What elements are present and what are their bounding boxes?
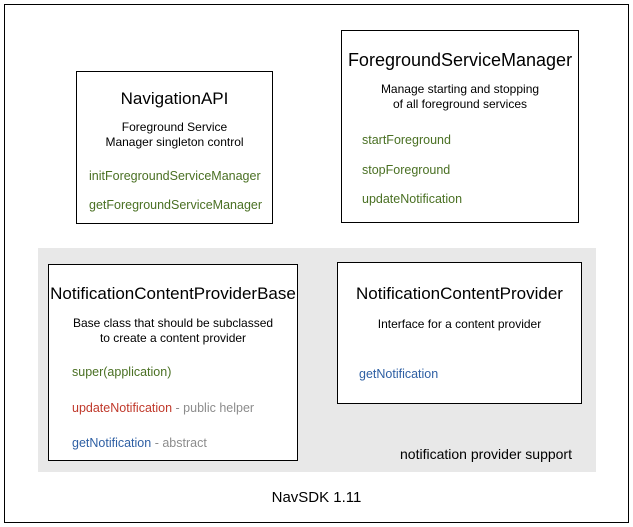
member-item[interactable]: super(application) (72, 366, 297, 379)
member-note: - public helper (172, 400, 255, 415)
class-title-notification-content-provider: NotificationContentProvider (356, 284, 563, 303)
member-name: updateNotification (72, 400, 173, 415)
class-title-notification-content-provider-base: NotificationContentProviderBase (50, 284, 296, 303)
class-description-navigation-api: Foreground Service Manager singleton con… (77, 120, 272, 150)
class-box-notification-content-provider[interactable]: NotificationContentProvider Interface fo… (337, 262, 582, 404)
member-item[interactable]: updateNotification - public helper (72, 400, 297, 415)
member-name: startForeground (362, 133, 451, 147)
class-title-foreground-service-manager: ForegroundServiceManager (347, 50, 573, 70)
class-box-navigation-api[interactable]: NavigationAPI Foreground Service Manager… (76, 71, 273, 224)
member-item[interactable]: updateNotification (362, 193, 578, 206)
class-description-line: of all foreground services (392, 97, 528, 111)
member-name: initForegroundServiceManager (89, 169, 261, 183)
member-list-notification-content-provider-base: super(application) updateNotification - … (49, 366, 297, 450)
member-item[interactable]: startForeground (362, 134, 578, 147)
member-item[interactable]: stopForeground (362, 162, 578, 177)
member-list-navigation-api: initForegroundServiceManager getForegrou… (77, 170, 272, 211)
class-description-line: Manager singleton control (105, 135, 244, 149)
member-item[interactable]: initForegroundServiceManager (89, 170, 272, 183)
member-name: getNotification (72, 436, 152, 450)
class-description-notification-content-provider: Interface for a content provider (338, 317, 581, 332)
member-name: stopForeground (362, 162, 451, 177)
member-name: updateNotification (362, 192, 463, 206)
member-note: - abstract (151, 436, 207, 450)
member-list-foreground-service-manager: startForeground stopForeground updateNot… (342, 134, 578, 206)
member-name: super(application) (72, 365, 172, 379)
class-box-foreground-service-manager[interactable]: ForegroundServiceManager Manage starting… (341, 30, 579, 223)
group-panel-label: notification provider support (400, 446, 572, 462)
class-description-line: to create a content provider (99, 331, 247, 345)
class-description-line: Foreground Service (121, 120, 228, 134)
member-name: getNotification (359, 367, 439, 381)
member-item[interactable]: getNotification - abstract (72, 437, 297, 450)
member-item[interactable]: getNotification (359, 368, 581, 381)
class-title-navigation-api: NavigationAPI (120, 89, 229, 108)
class-description-line: Interface for a content provider (377, 317, 542, 331)
diagram-version-caption: NavSDK 1.11 (271, 489, 362, 506)
class-description-notification-content-provider-base: Base class that should be subclassed to … (49, 316, 297, 346)
class-description-line: Manage starting and stopping (380, 82, 540, 96)
class-box-notification-content-provider-base[interactable]: NotificationContentProviderBase Base cla… (48, 264, 298, 461)
member-list-notification-content-provider: getNotification (338, 368, 581, 381)
member-name: getForegroundServiceManager (89, 197, 263, 212)
class-description-foreground-service-manager: Manage starting and stopping of all fore… (342, 82, 578, 112)
class-description-line: Base class that should be subclassed (72, 316, 274, 330)
member-item[interactable]: getForegroundServiceManager (89, 197, 272, 212)
